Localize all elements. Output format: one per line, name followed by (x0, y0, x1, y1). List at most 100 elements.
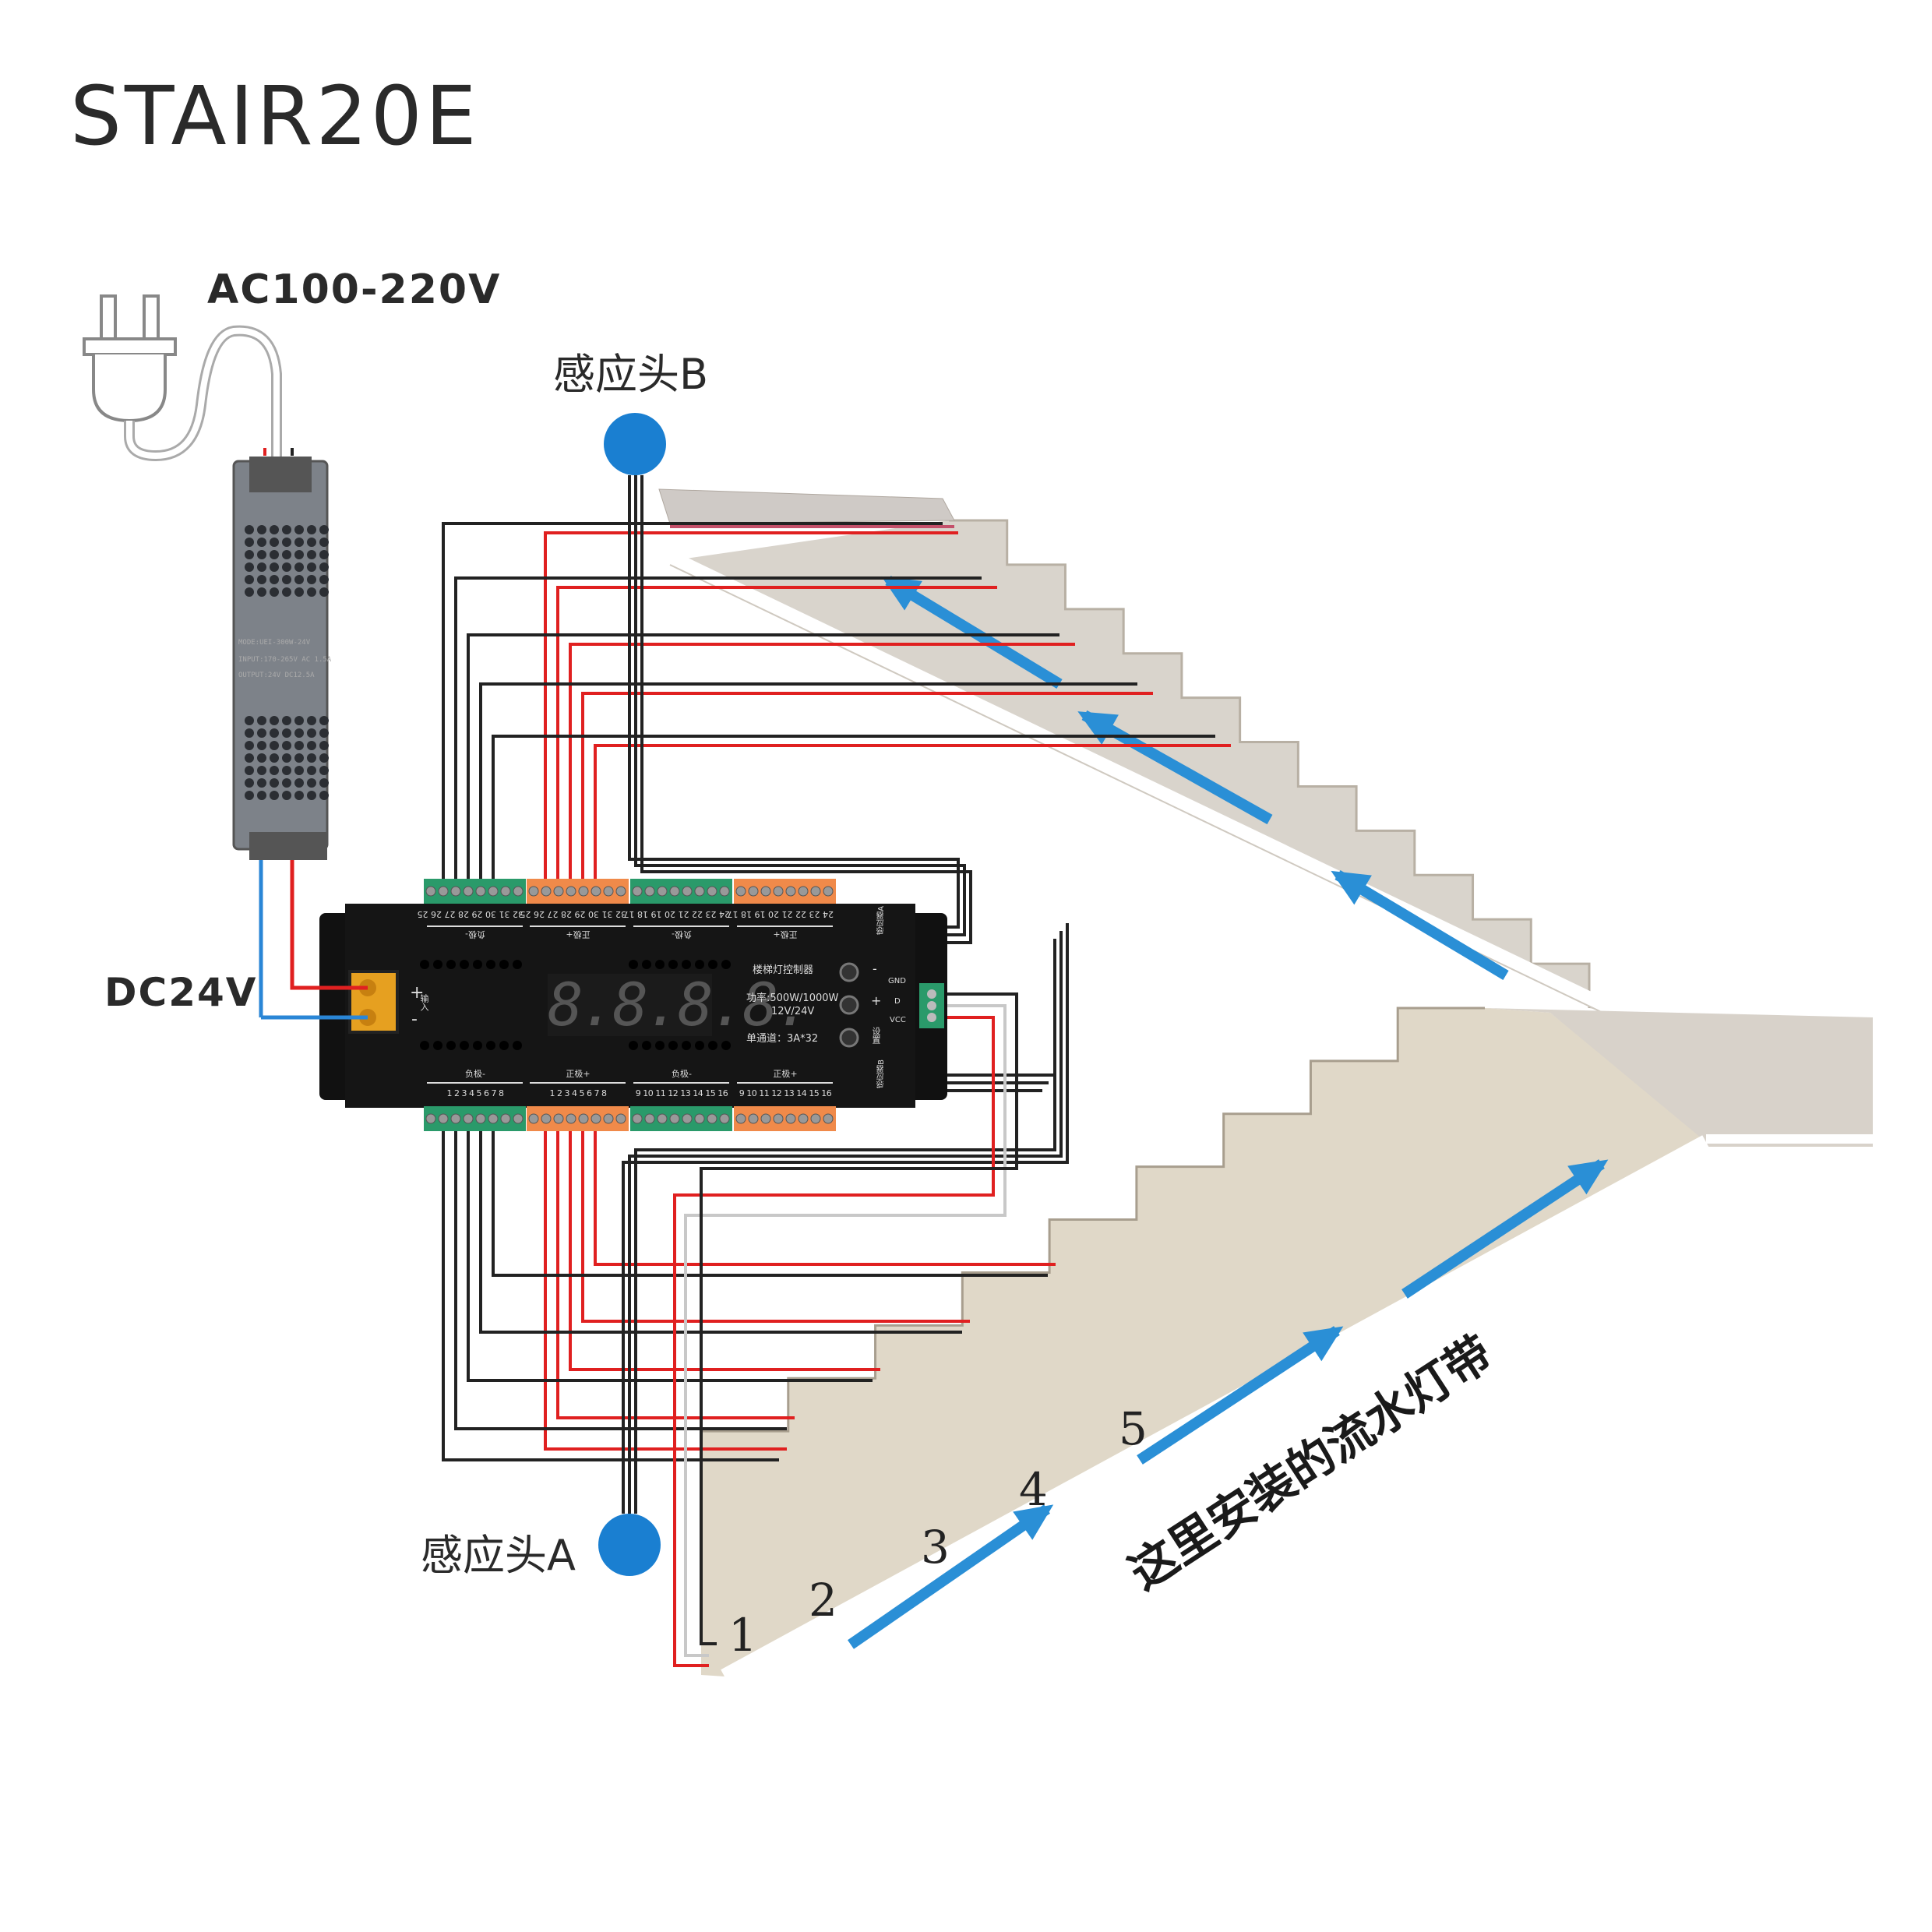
vent-hole (257, 778, 266, 788)
wire-negative (454, 576, 982, 879)
vent-hole (307, 562, 316, 572)
terminal-screw (682, 886, 693, 897)
vent-hole (270, 753, 279, 763)
vent-hole (257, 575, 266, 584)
controller-power: 功率:500W/1000W (746, 992, 839, 1004)
vent-hole (294, 575, 304, 584)
vent-hole (257, 716, 266, 725)
terminal-screw (760, 886, 771, 897)
vent-hole (270, 741, 279, 750)
vent-hole (270, 716, 279, 725)
flow-arrow (1401, 1159, 1605, 1299)
flow-arrow (885, 576, 1063, 689)
terminal-screw (513, 1113, 524, 1124)
vent-hole (245, 728, 254, 738)
step-number: 5 (1119, 1402, 1148, 1455)
wire-negative (454, 1131, 787, 1430)
input-label: 输入 (419, 994, 429, 1011)
wire-positive (581, 1131, 970, 1323)
terminal-screw (528, 886, 539, 897)
terminal-screw (694, 886, 705, 897)
vent-hole (446, 1041, 456, 1050)
vent-hole (668, 1041, 678, 1050)
vent-hole (473, 960, 482, 969)
wire-positive (569, 1131, 880, 1371)
top-channel-numbers: 32 31 30 29 28 27 26 25 (417, 909, 524, 919)
terminal-screw (528, 1113, 539, 1124)
vent-hole (245, 753, 254, 763)
vent-hole (270, 538, 279, 547)
bottom-group-label: 负极- (672, 1069, 692, 1079)
vent-hole (257, 728, 266, 738)
wire-positive (556, 586, 997, 879)
terminal-screw (578, 1113, 589, 1124)
vent-hole (257, 741, 266, 750)
arrow-head (1303, 1326, 1344, 1362)
vent-hole (257, 525, 266, 534)
vent-hole (245, 716, 254, 725)
terminal-screw (425, 1113, 436, 1124)
vent-hole (307, 587, 316, 597)
vent-hole (307, 525, 316, 534)
vent-hole (245, 575, 254, 584)
vent-hole (257, 587, 266, 597)
terminal-screw (566, 886, 576, 897)
plus-label: + (871, 993, 882, 1008)
vent-hole (257, 766, 266, 775)
input-plus: + (410, 983, 425, 1003)
vent-hole (499, 1041, 509, 1050)
vent-hole (307, 778, 316, 788)
terminal-screw (735, 886, 746, 897)
terminal-screw (541, 1113, 552, 1124)
terminal-screw (450, 1113, 461, 1124)
vent-hole (270, 587, 279, 597)
terminal-screw (425, 886, 436, 897)
d-label: D (894, 997, 901, 1006)
terminal-screw (748, 1113, 759, 1124)
psu-mode: MODE:UEI-300W-24V (238, 639, 311, 647)
vent-hole (433, 1041, 442, 1050)
terminal-screw (615, 886, 626, 897)
vent-hole (282, 575, 291, 584)
vent-hole (294, 753, 304, 763)
terminal-screw (719, 1113, 730, 1124)
page-title: STAIR20E (70, 69, 480, 164)
vent-hole (307, 741, 316, 750)
vent-hole (294, 741, 304, 750)
vent-hole (257, 562, 266, 572)
step-number: 1 (728, 1609, 757, 1662)
wire-negative (442, 1131, 779, 1461)
vent-hole (282, 525, 291, 534)
vent-hole (655, 1041, 665, 1050)
vent-hole (682, 1041, 691, 1050)
psu-input: INPUT:170-265V AC 1.5A (238, 656, 332, 664)
vent-hole (294, 525, 304, 534)
vent-hole (245, 550, 254, 559)
vent-hole (695, 1041, 704, 1050)
vent-hole (282, 778, 291, 788)
sensor-a-wire (622, 923, 1069, 1514)
vent-hole (294, 778, 304, 788)
vent-hole (294, 550, 304, 559)
gnd-label: GND (888, 977, 906, 985)
vent-hole (257, 791, 266, 800)
wire-positive (594, 1131, 1056, 1266)
vent-hole (307, 791, 316, 800)
terminal-screw (810, 1113, 821, 1124)
lower-stair-flight (700, 1007, 1710, 1683)
terminal-screw (707, 1113, 717, 1124)
top-channel-numbers: 32 31 30 29 28 27 26 25 (520, 909, 626, 919)
vent-hole (245, 538, 254, 547)
vent-hole (245, 741, 254, 750)
vent-hole (294, 562, 304, 572)
terminal-screw (488, 1113, 499, 1124)
vent-hole (307, 550, 316, 559)
vent-hole (282, 716, 291, 725)
vent-hole (270, 550, 279, 559)
terminal-screw (632, 886, 643, 897)
sensor-b-wire (634, 475, 966, 936)
signal-wire (673, 1016, 995, 1667)
minus-label: - (873, 961, 877, 976)
controller-name: 楼梯灯控制器 (753, 964, 814, 976)
sensor-a-label: 感应头A (421, 1531, 576, 1580)
